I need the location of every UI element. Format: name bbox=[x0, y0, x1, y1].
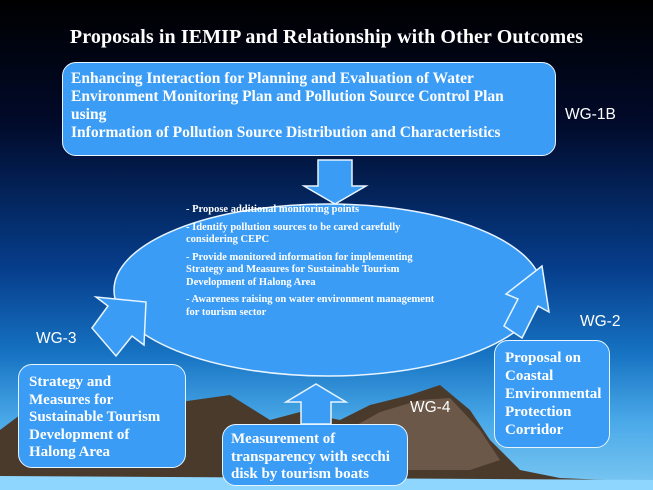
wg4-label: WG-4 bbox=[410, 399, 451, 416]
slide-title: Proposals in IEMIP and Relationship with… bbox=[69, 26, 584, 48]
box-line: Halong Area bbox=[29, 444, 110, 460]
ellipse-item: - Awareness raising on water environment… bbox=[186, 294, 435, 318]
box-line: Corridor bbox=[505, 422, 564, 438]
box-line: disk by tourism boats bbox=[231, 466, 369, 482]
arrow-wg2 bbox=[503, 264, 550, 340]
wg1b-proposal-box: Enhancing Interaction for Planning and E… bbox=[62, 62, 556, 156]
box-line: Strategy and bbox=[29, 374, 112, 390]
box-line: transparency with secchi bbox=[231, 448, 390, 465]
box-line: Sustainable Tourism bbox=[29, 409, 161, 425]
box-line: Development of bbox=[29, 426, 130, 443]
box-line: Environment Monitoring Plan and Pollutio… bbox=[71, 88, 504, 105]
wg2-label: WG-2 bbox=[580, 313, 621, 330]
wg2-proposal-box: Proposal on Coastal Environmental Protec… bbox=[494, 340, 610, 448]
arrow-down bbox=[301, 159, 369, 205]
box-line: Measurement of bbox=[231, 431, 336, 447]
box-line: Measures for bbox=[29, 391, 114, 408]
box-line: Coastal bbox=[505, 368, 554, 384]
ellipse-item: - Propose additional monitoring points bbox=[186, 204, 360, 215]
ellipse-item: - Identify pollution sources to be cared… bbox=[186, 221, 401, 246]
box-line: Information of Pollution Source Distribu… bbox=[71, 124, 501, 141]
box-line: Protection bbox=[505, 404, 572, 420]
box-line: Proposal on bbox=[505, 350, 581, 366]
wg4-proposal-box: Measurement of transparency with secchi … bbox=[222, 424, 408, 486]
box-line: using bbox=[71, 106, 107, 123]
box-line: Enhancing Interaction for Planning and E… bbox=[71, 70, 474, 87]
arrow-up bbox=[283, 383, 349, 425]
wg1b-label: WG-1B bbox=[565, 106, 616, 123]
ellipse-item: - Provide monitored information for impl… bbox=[186, 251, 413, 288]
wg3-proposal-box: Strategy and Measures for Sustainable To… bbox=[18, 364, 186, 468]
wg3-label: WG-3 bbox=[36, 330, 77, 347]
arrow-wg3 bbox=[91, 295, 147, 358]
box-line: Environmental bbox=[505, 386, 602, 402]
ellipse-text: - Propose additional monitoring points -… bbox=[186, 204, 446, 324]
